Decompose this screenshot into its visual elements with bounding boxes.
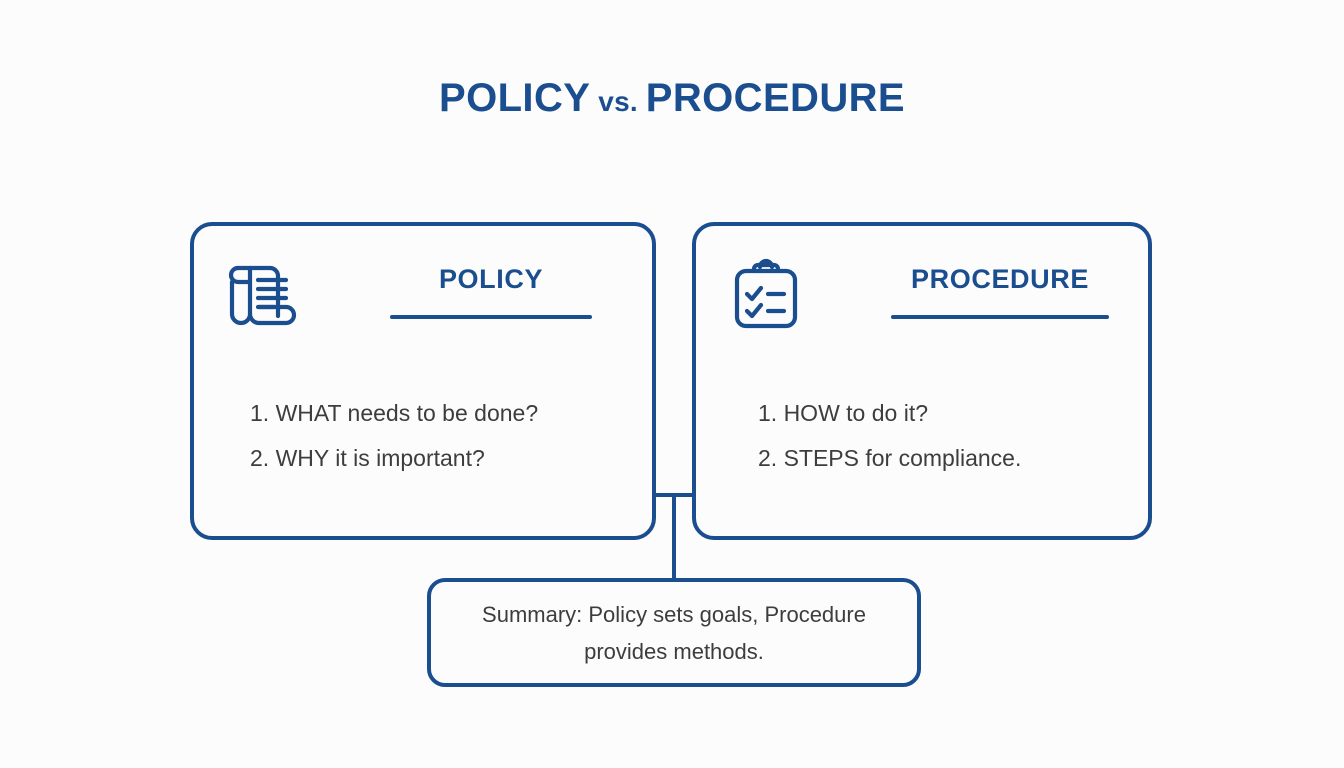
procedure-card[interactable]: PROCEDURE 1. HOW to do it? 2. STEPS for … <box>692 222 1152 540</box>
procedure-list: 1. HOW to do it? 2. STEPS for compliance… <box>758 391 1021 481</box>
list-item: 1. HOW to do it? <box>758 400 929 426</box>
summary-box[interactable]: Summary: Policy sets goals, Procedure pr… <box>427 578 921 687</box>
procedure-card-header: PROCEDURE <box>696 252 1148 338</box>
clipboard-checklist-icon <box>726 256 806 336</box>
title-policy: POLICY <box>439 76 591 120</box>
policy-list: 1. WHAT needs to be done? 2. WHY it is i… <box>250 391 538 481</box>
procedure-title-block: PROCEDURE <box>856 264 1144 319</box>
scroll-document-icon <box>224 256 304 336</box>
list-item: 1. WHAT needs to be done? <box>250 400 539 426</box>
summary-drop-connector <box>672 495 676 580</box>
policy-heading-underline <box>390 315 592 319</box>
title-vs: vs. <box>590 86 646 117</box>
list-item: 2. WHY it is important? <box>250 445 485 471</box>
procedure-heading-underline <box>891 315 1109 319</box>
procedure-heading: PROCEDURE <box>911 264 1089 294</box>
policy-card[interactable]: POLICY 1. WHAT needs to be done? 2. WHY … <box>190 222 656 540</box>
policy-heading: POLICY <box>438 264 544 294</box>
page-title: POLICY vs. PROCEDURE <box>0 76 1344 121</box>
policy-title-block: POLICY <box>346 264 636 319</box>
title-procedure: PROCEDURE <box>645 76 905 120</box>
list-item: 2. STEPS for compliance. <box>758 445 1022 471</box>
summary-text: Summary: Policy sets goals, Procedure pr… <box>482 601 866 664</box>
policy-card-header: POLICY <box>194 252 652 338</box>
